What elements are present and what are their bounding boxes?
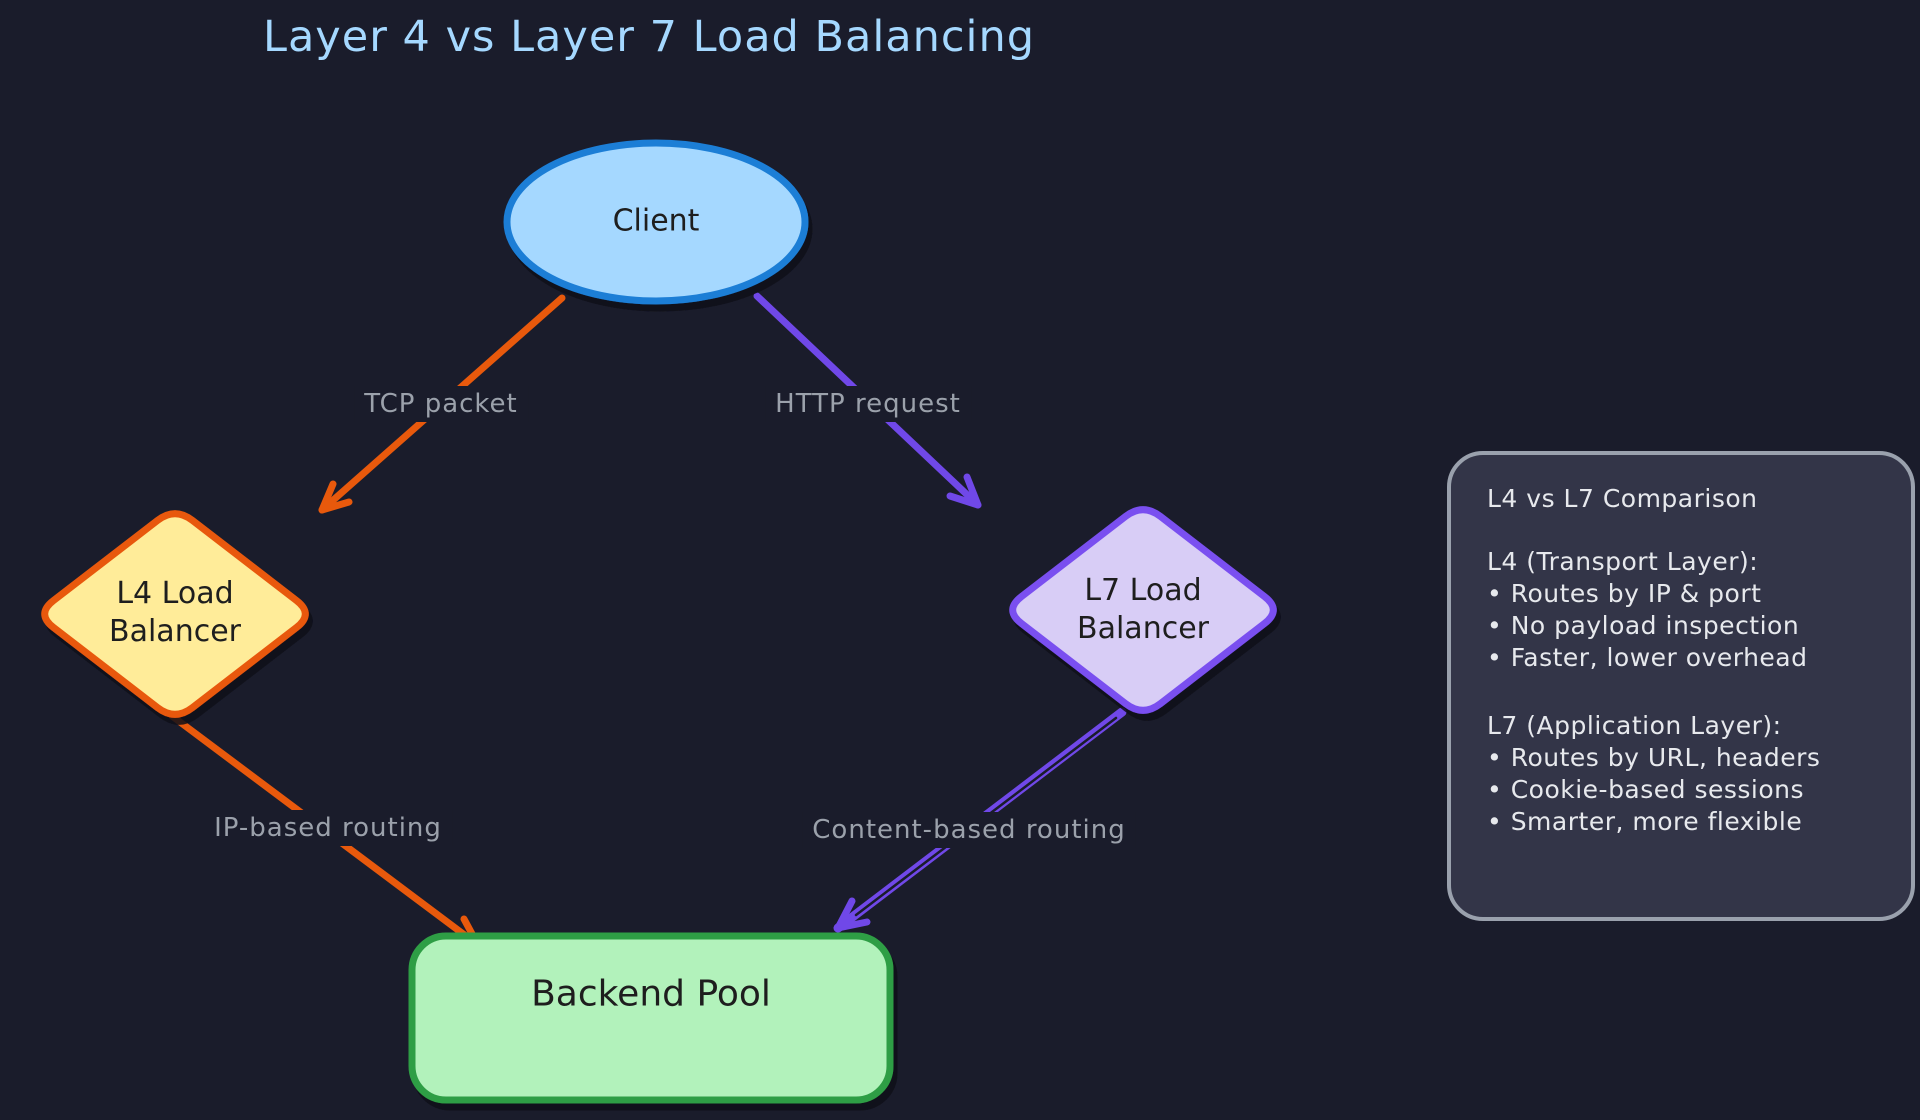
l7-load-balancer-node	[1009, 506, 1277, 714]
panel-spacer	[1487, 515, 1887, 546]
l7-bullet-1: • Routes by URL, headers	[1487, 743, 1821, 772]
ip-based-routing-edge-label: IP-based routing	[204, 810, 452, 846]
l7-bullet-3: • Smarter, more flexible	[1487, 807, 1803, 836]
l7-label-line1: L7 Load	[1084, 573, 1202, 608]
l4-label-line1: L4 Load	[116, 576, 234, 611]
l7-label-line2: Balancer	[1077, 611, 1209, 646]
l4-label-line2: Balancer	[109, 614, 241, 649]
l4-bullet-1: • Routes by IP & port	[1487, 579, 1762, 608]
l7-bullet-2: • Cookie-based sessions	[1487, 775, 1805, 804]
comparison-panel-title: L4 vs L7 Comparison	[1487, 484, 1758, 513]
l4-bullet-2: • No payload inspection	[1487, 611, 1800, 640]
client-node-label: Client	[612, 203, 700, 239]
l7-section-heading: L7 (Application Layer):	[1487, 711, 1782, 740]
backend-pool-label: Backend Pool	[531, 973, 771, 1015]
backend-pool-node	[408, 932, 894, 1104]
client-node	[503, 139, 809, 305]
content-based-routing-edge-label: Content-based routing	[802, 812, 1136, 848]
panel-spacer	[1487, 674, 1887, 710]
comparison-panel: L4 vs L7 Comparison L4 (Transport Layer)…	[1447, 451, 1915, 921]
l4-bullet-3: • Faster, lower overhead	[1487, 643, 1808, 672]
l4-section-heading: L4 (Transport Layer):	[1487, 547, 1759, 576]
diagram-title: Layer 4 vs Layer 7 Load Balancing	[263, 12, 1036, 62]
http-request-edge-label: HTTP request	[765, 386, 971, 422]
l4-load-balancer-node	[41, 510, 309, 718]
l4-load-balancer-label: L4 Load Balancer	[109, 575, 241, 651]
l7-load-balancer-label: L7 Load Balancer	[1077, 572, 1209, 648]
tcp-packet-edge-label: TCP packet	[354, 386, 528, 422]
